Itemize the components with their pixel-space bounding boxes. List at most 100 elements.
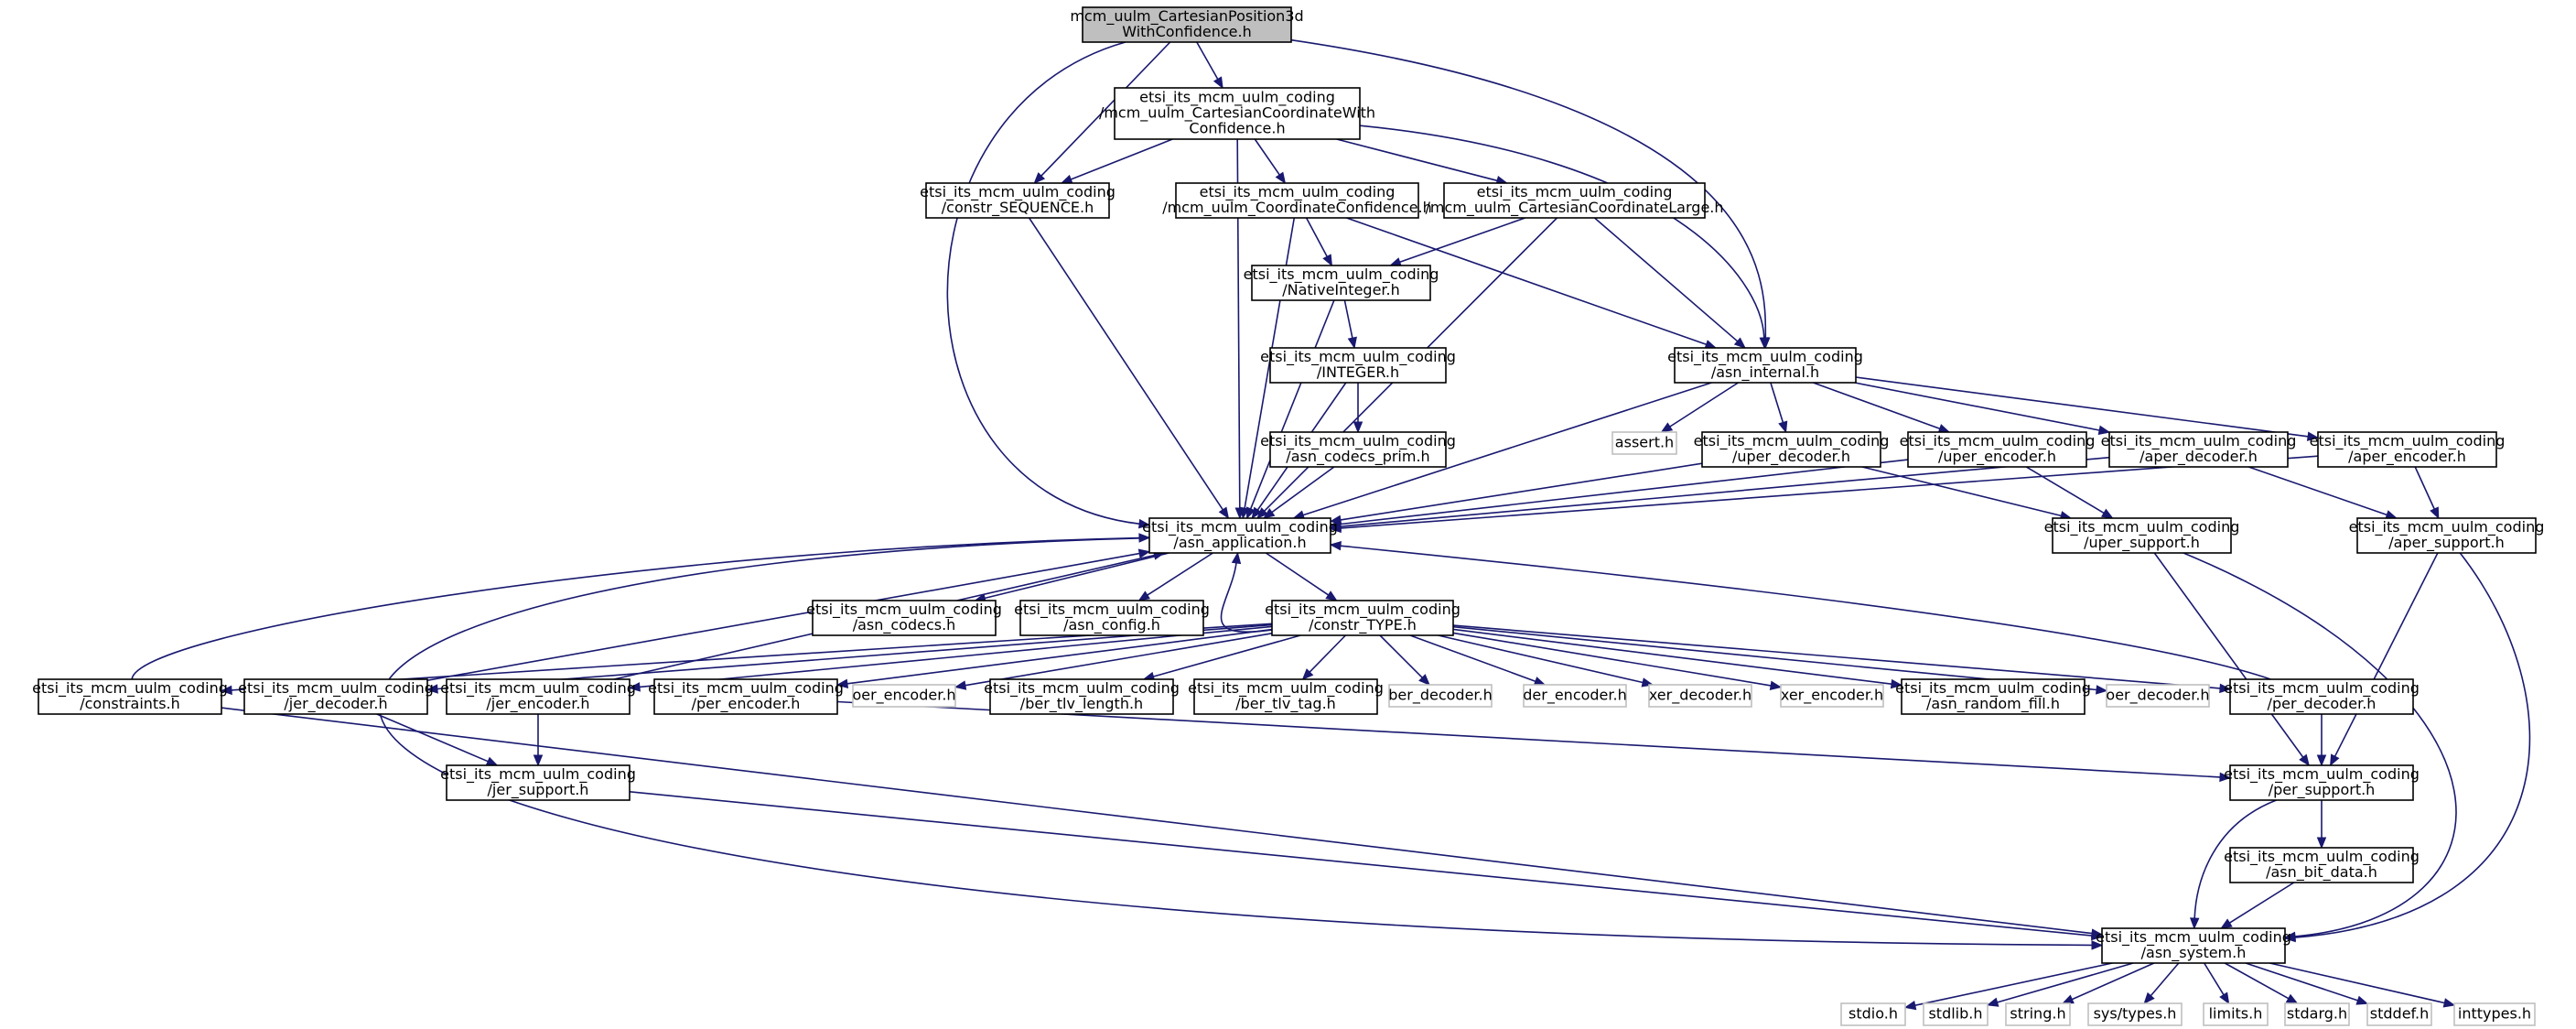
node-constraints[interactable]: etsi_its_mcm_uulm_coding/constraints.h xyxy=(32,678,228,715)
edge-line xyxy=(1770,382,1784,423)
node-label-line: etsi_its_mcm_uulm_coding xyxy=(1244,265,1439,284)
node-label-line: etsi_its_mcm_uulm_coding xyxy=(806,601,1002,619)
edge-ccwc-to-ainternal xyxy=(1359,125,1770,350)
node-asystem[interactable]: etsi_its_mcm_uulm_coding/asn_system.h xyxy=(2096,927,2291,964)
node-ctype[interactable]: etsi_its_mcm_uulm_coding/constr_TYPE.h xyxy=(1265,600,1460,636)
node-box xyxy=(1271,600,1454,636)
edge-cseq-to-aapp xyxy=(1028,217,1230,520)
node-label-line: etsi_its_mcm_uulm_coding xyxy=(2224,848,2420,866)
node-box xyxy=(2052,517,2232,554)
node-bitdata[interactable]: etsi_its_mcm_uulm_coding/asn_bit_data.h xyxy=(2224,847,2420,883)
node-aapp[interactable]: etsi_its_mcm_uulm_coding/asn_application… xyxy=(1142,517,1338,554)
node-label-line: /per_encoder.h xyxy=(692,695,801,713)
node-aperenc[interactable]: etsi_its_mcm_uulm_coding/aper_encoder.h xyxy=(2310,431,2506,468)
node-label-line: stddef.h xyxy=(2370,1005,2429,1023)
node-box xyxy=(1780,684,1884,708)
arrowhead-icon xyxy=(2219,772,2232,783)
node-label-line: etsi_its_mcm_uulm_coding xyxy=(1694,432,1890,450)
node-label-line: etsi_its_mcm_uulm_coding xyxy=(1200,183,1396,201)
node-box xyxy=(1907,431,2087,468)
node-box xyxy=(1840,1002,1906,1026)
arrowhead-icon xyxy=(2189,917,2200,930)
node-bertlvlen[interactable]: etsi_its_mcm_uulm_coding/ber_tlv_length.… xyxy=(984,678,1180,715)
node-ccwc[interactable]: etsi_its_mcm_uulm_coding/mcm_uulm_Cartes… xyxy=(1099,87,1375,140)
node-label-line: /asn_codecs_prim.h xyxy=(1286,448,1429,466)
node-limits: limits.h xyxy=(2203,1002,2269,1026)
node-uperenc[interactable]: etsi_its_mcm_uulm_coding/uper_encoder.h xyxy=(1900,431,2096,468)
node-jerenc[interactable]: etsi_its_mcm_uulm_coding/jer_encoder.h xyxy=(440,678,636,715)
node-box xyxy=(925,182,1110,219)
node-jersup[interactable]: etsi_its_mcm_uulm_coding/jer_support.h xyxy=(440,764,636,801)
node-label-line: etsi_its_mcm_uulm_coding xyxy=(1260,348,1456,366)
edge-persup-to-bitdata xyxy=(2316,800,2327,850)
node-aperdec[interactable]: etsi_its_mcm_uulm_coding/aper_decoder.h xyxy=(2101,431,2297,468)
node-bertlvtag[interactable]: etsi_its_mcm_uulm_coding/ber_tlv_tag.h xyxy=(1188,678,1384,715)
edge-line xyxy=(2229,882,2295,924)
edge-line xyxy=(1220,562,1273,634)
node-box xyxy=(1082,6,1292,43)
node-acodecs[interactable]: etsi_its_mcm_uulm_coding/asn_codecs.h xyxy=(806,600,1002,636)
node-cclarge[interactable]: etsi_its_mcm_uulm_coding/mcm_uulm_Cartes… xyxy=(1425,182,1724,219)
node-label-line: etsi_its_mcm_uulm_coding xyxy=(2310,432,2506,450)
arrowhead-icon xyxy=(2100,508,2114,519)
arrowhead-icon xyxy=(2091,940,2104,950)
node-box xyxy=(2284,1002,2350,1026)
node-integer[interactable]: etsi_its_mcm_uulm_coding/INTEGER.h xyxy=(1260,347,1456,384)
node-perdec[interactable]: etsi_its_mcm_uulm_coding/per_decoder.h xyxy=(2224,678,2420,715)
node-box xyxy=(446,764,631,801)
arrowhead-icon xyxy=(2316,754,2327,767)
node-label-line: etsi_its_mcm_uulm_coding xyxy=(2224,679,2420,698)
edge-line xyxy=(629,791,2093,937)
node-label-line: string.h xyxy=(2010,1005,2065,1023)
node-stdio: stdio.h xyxy=(1840,1002,1906,1026)
edge-asystem-to-stdarg xyxy=(2224,962,2299,1004)
node-cseq[interactable]: etsi_its_mcm_uulm_coding/constr_SEQUENCE… xyxy=(920,182,1116,219)
node-upersup[interactable]: etsi_its_mcm_uulm_coding/uper_support.h xyxy=(2044,517,2240,554)
node-label-line: /per_decoder.h xyxy=(2268,695,2377,713)
node-ainternal[interactable]: etsi_its_mcm_uulm_coding/asn_internal.h xyxy=(1667,347,1863,384)
node-codecsprim[interactable]: etsi_its_mcm_uulm_coding/asn_codecs_prim… xyxy=(1260,431,1456,468)
node-persup[interactable]: etsi_its_mcm_uulm_coding/per_support.h xyxy=(2224,764,2420,801)
node-stddef: stddef.h xyxy=(2366,1002,2432,1026)
node-apersup[interactable]: etsi_its_mcm_uulm_coding/aper_support.h xyxy=(2349,517,2545,554)
edge-ctype-to-berdec xyxy=(1379,634,1430,686)
node-label-line: etsi_its_mcm_uulm_coding xyxy=(1139,89,1335,107)
node-box xyxy=(653,678,838,715)
node-oerenc: oer_encoder.h xyxy=(852,684,956,708)
arrowhead-icon xyxy=(835,678,849,688)
edge-cclarge-to-nint xyxy=(1389,217,1525,267)
node-randfill[interactable]: etsi_its_mcm_uulm_coding/asn_random_fill… xyxy=(1895,678,2091,715)
node-root[interactable]: mcm_uulm_CartesianPosition3dWithConfiden… xyxy=(1070,6,1304,43)
arrowhead-icon xyxy=(1769,680,1783,691)
node-cconf[interactable]: etsi_its_mcm_uulm_coding/mcm_uulm_Coordi… xyxy=(1162,182,1432,219)
edge-asystem-to-string xyxy=(2062,962,2155,1004)
node-jerdec[interactable]: etsi_its_mcm_uulm_coding/jer_decoder.h xyxy=(238,678,434,715)
node-label-line: /asn_application.h xyxy=(1173,534,1306,552)
edges-layer xyxy=(131,38,2531,1011)
node-oerdec: oer_decoder.h xyxy=(2106,684,2210,708)
edge-line xyxy=(378,536,2093,947)
node-perenc[interactable]: etsi_its_mcm_uulm_coding/per_encoder.h xyxy=(648,678,844,715)
node-box xyxy=(812,600,997,636)
node-label-line: /constraints.h xyxy=(80,695,180,712)
edge-line xyxy=(1336,138,1498,182)
node-label-line: /aper_encoder.h xyxy=(2348,448,2466,466)
node-box xyxy=(1251,265,1431,301)
edge-jerdec-to-aapp xyxy=(426,548,1151,681)
edge-line xyxy=(946,41,1140,525)
node-box xyxy=(2356,517,2537,554)
nodes-layer: mcm_uulm_CartesianPosition3dWithConfiden… xyxy=(32,6,2545,1026)
node-box xyxy=(1901,678,2086,715)
node-box xyxy=(1923,1002,1989,1026)
node-nint[interactable]: etsi_its_mcm_uulm_coding/NativeInteger.h xyxy=(1244,265,1439,301)
node-label-line: /jer_decoder.h xyxy=(284,695,387,713)
node-label-line: etsi_its_mcm_uulm_coding xyxy=(648,679,844,698)
node-label-line: Confidence.h xyxy=(1189,120,1285,137)
arrowhead-icon xyxy=(1322,254,1333,267)
node-label-line: stdarg.h xyxy=(2287,1005,2347,1023)
arrowhead-icon xyxy=(2283,932,2296,943)
arrowhead-icon xyxy=(1275,171,1287,185)
node-uperdec[interactable]: etsi_its_mcm_uulm_coding/uper_decoder.h xyxy=(1694,431,1890,468)
node-aconfig[interactable]: etsi_its_mcm_uulm_coding/asn_config.h xyxy=(1014,600,1210,636)
node-label-line: oer_encoder.h xyxy=(852,687,955,705)
